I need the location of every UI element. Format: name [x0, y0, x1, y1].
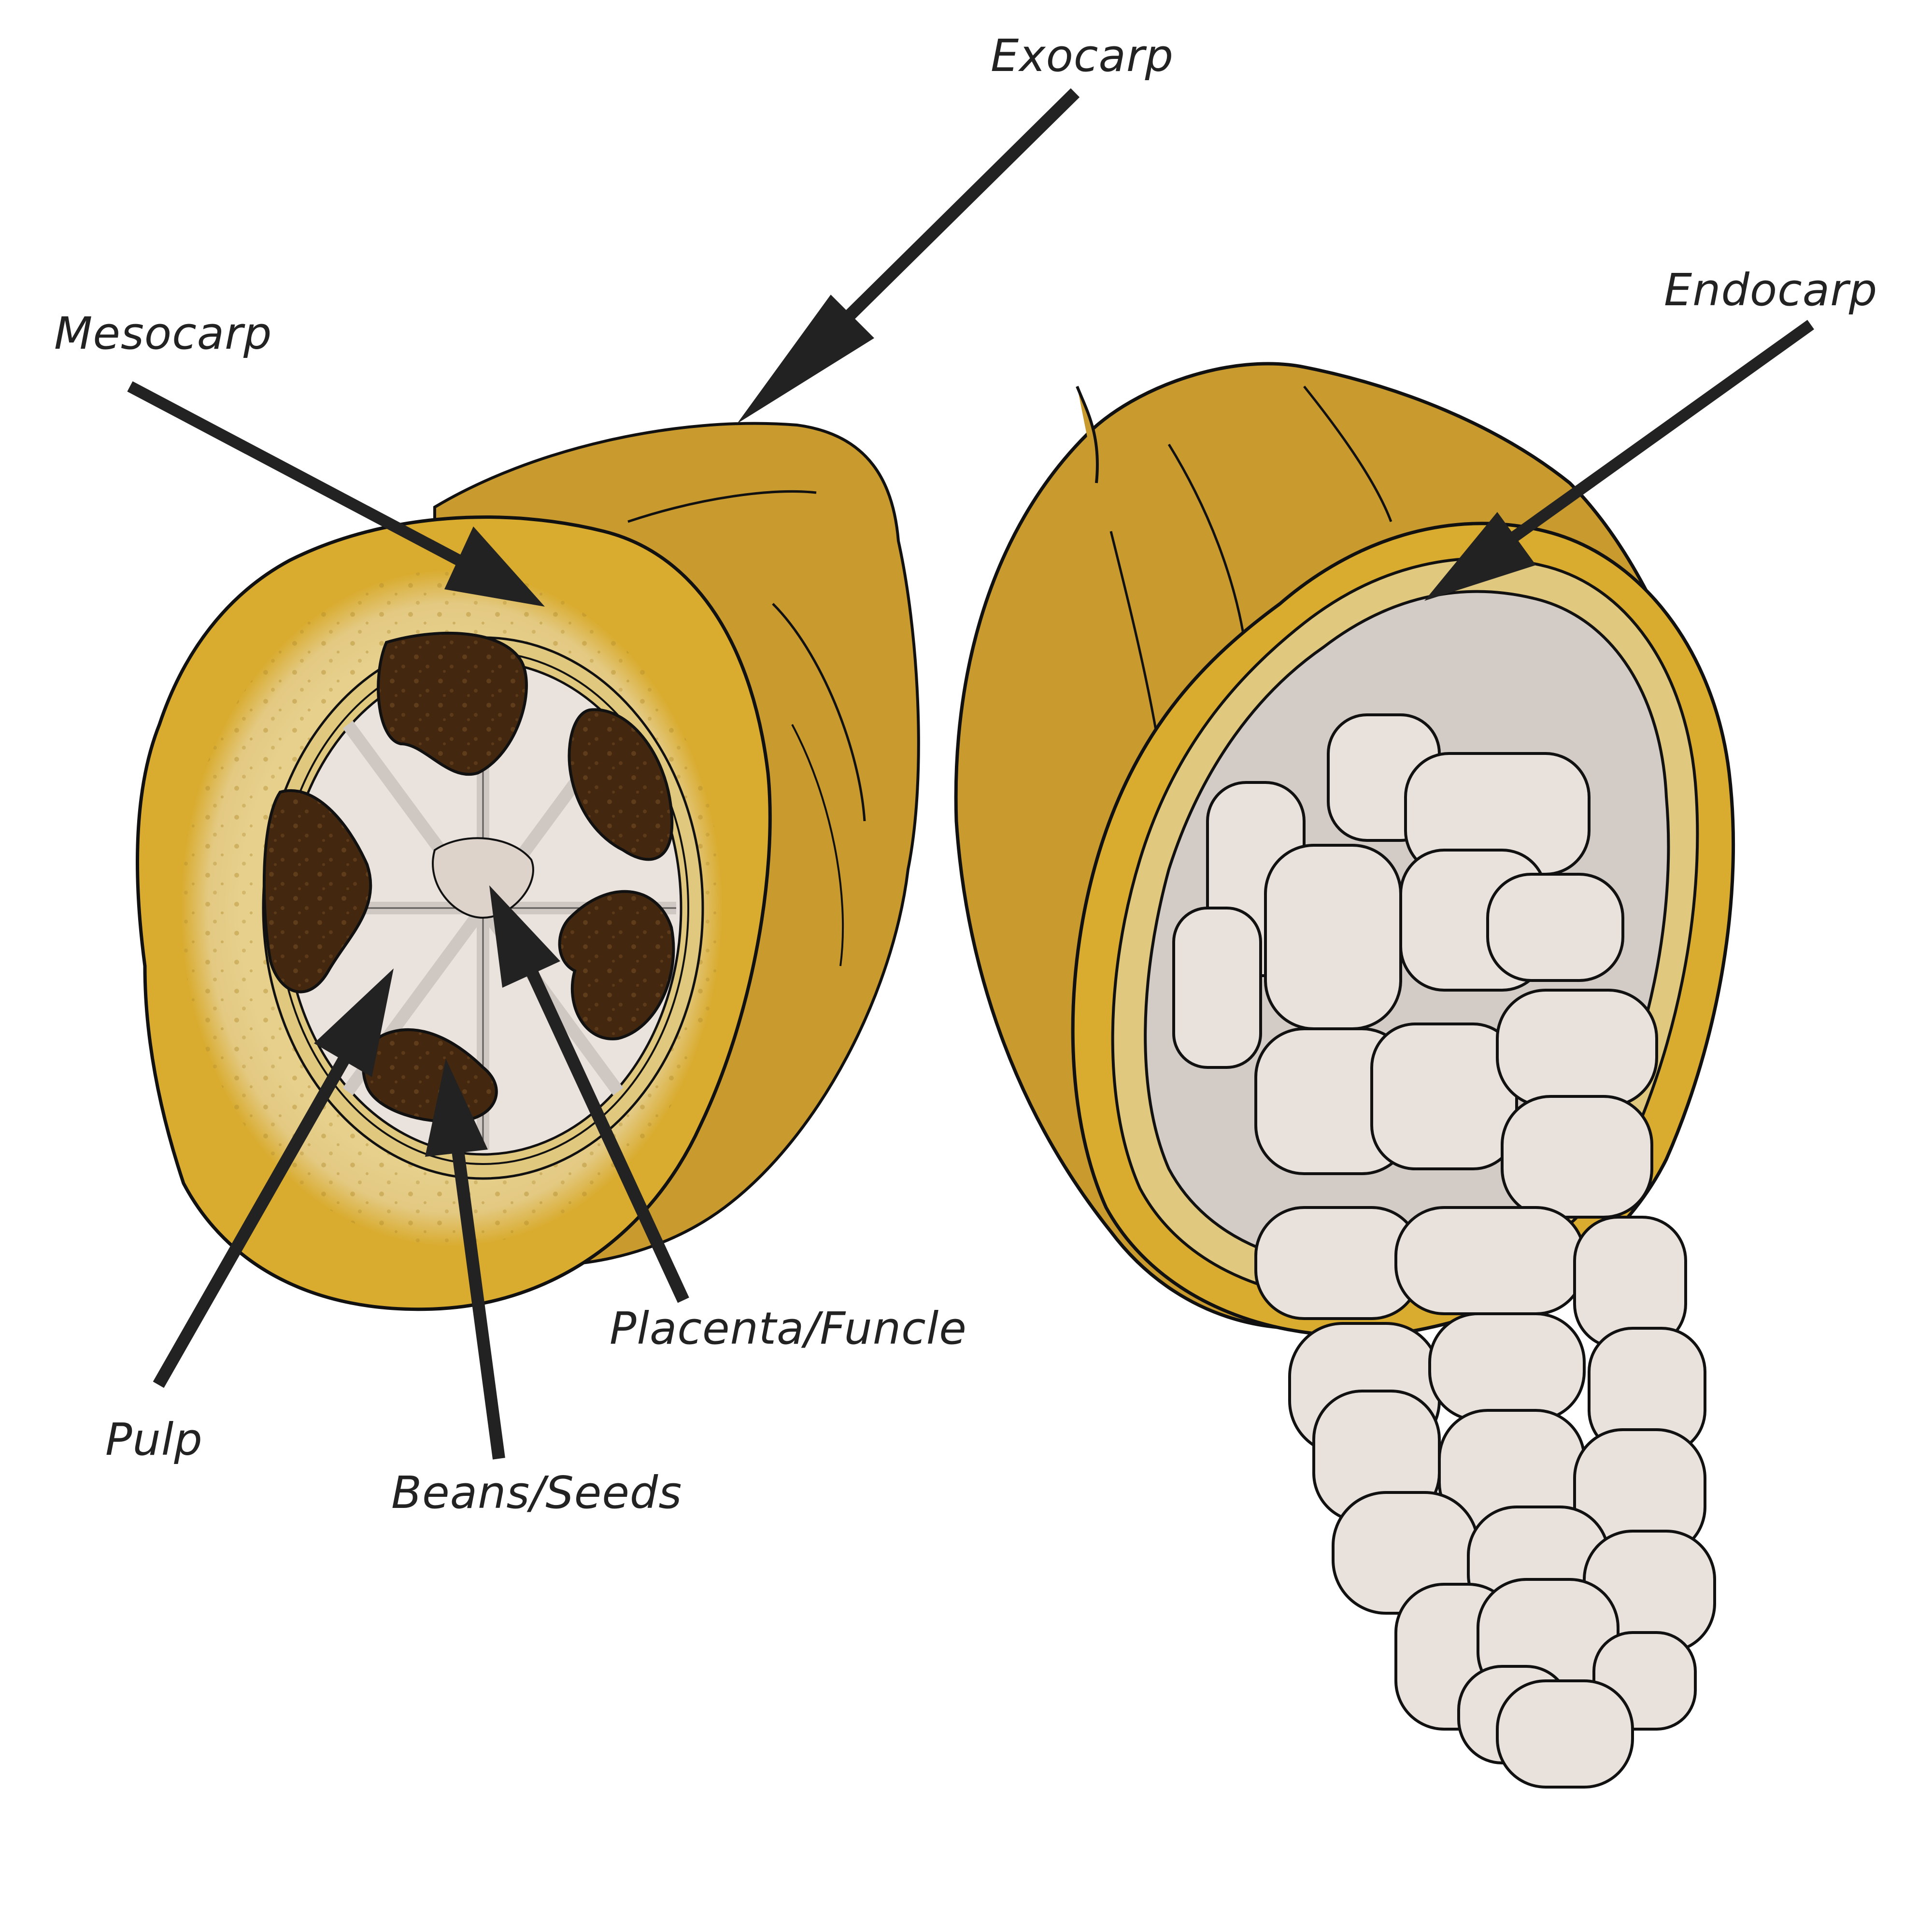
label-placenta-funcle: Placenta/Funcle [610, 1303, 967, 1354]
arrows [127, 88, 1814, 1460]
pulp-arrow [153, 968, 394, 1388]
label-beans-seeds: Beans/Seeds [391, 1467, 682, 1519]
right-pod [954, 362, 1735, 1789]
mesocarp-arrow [127, 381, 545, 607]
exocarp-arrow [737, 88, 1080, 424]
label-exocarp: Exocarp [991, 30, 1174, 82]
left-pod [136, 422, 920, 1311]
label-pulp: Pulp [105, 1414, 203, 1465]
bean-cluster [1172, 713, 1716, 1789]
label-endocarp: Endocarp [1664, 264, 1878, 316]
beans-arrow [425, 1059, 505, 1460]
placenta-arrow [489, 885, 689, 1303]
endocarp-arrow [1424, 320, 1814, 601]
bean-locules [262, 632, 675, 1123]
label-mesocarp: Mesocarp [54, 308, 272, 359]
placenta-center [432, 837, 534, 919]
